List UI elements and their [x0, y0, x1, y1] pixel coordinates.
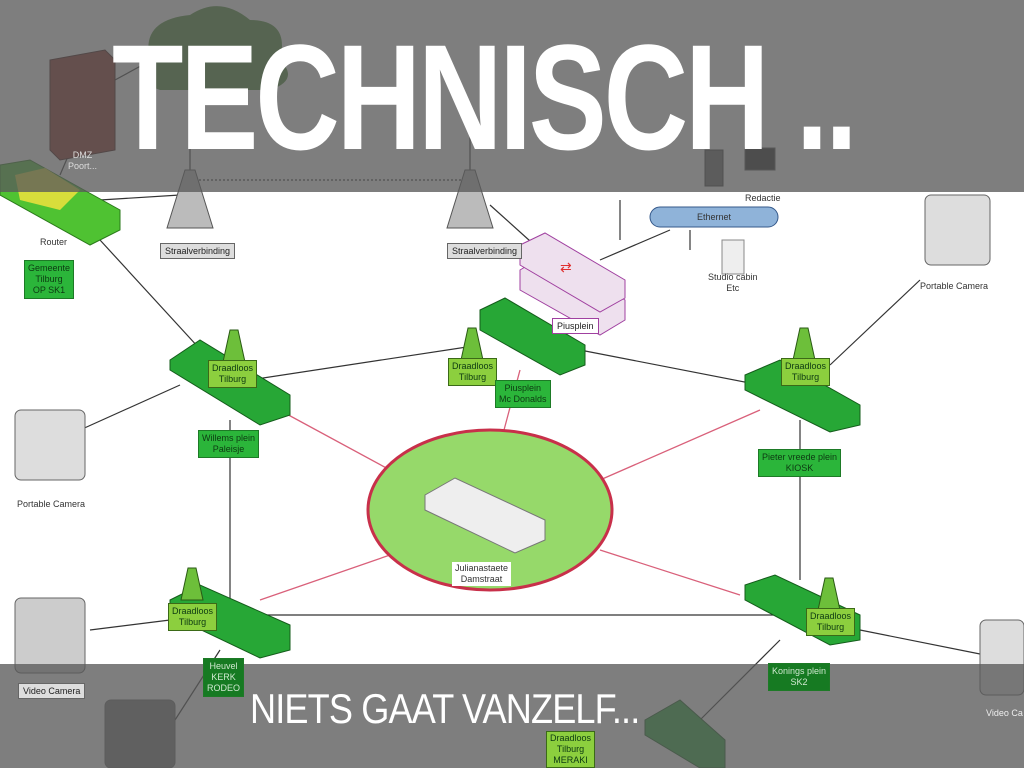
ethernet-label: Ethernet	[697, 212, 732, 222]
title-band	[0, 0, 1024, 192]
slide-title: TECHNISCH ..	[112, 13, 858, 181]
julianastaete-label: Julianastaete Damstraat	[452, 562, 512, 586]
ethernet-bus	[649, 206, 779, 228]
pieter-label: Pieter vreede plein KIOSK	[758, 449, 842, 477]
studio-label: Studio cabin Etc	[708, 272, 758, 293]
redactie-label: Redactie	[745, 193, 781, 203]
heuvel-label: Heuvel KERK RODEO	[203, 658, 245, 697]
portable-camera-right-label: Portable Camera	[920, 281, 989, 291]
piusplein-label: Piusplein	[552, 318, 599, 334]
gemeente-label: Gemeente Tilburg OP SK1	[24, 260, 75, 299]
router-label: Router	[40, 237, 68, 247]
video-camera-left-label: Video Camera	[18, 683, 86, 699]
dmz-label: DMZ Poort...	[68, 150, 98, 171]
draadloos-label-5: Draadloos Tilburg	[806, 608, 856, 636]
slide-subtitle: NIETS GAAT VANZELF...	[250, 685, 640, 732]
switch-stack-icon: ⇄	[519, 232, 626, 336]
draadloos-label-4: Draadloos Tilburg	[168, 603, 218, 631]
willems-label: Willems plein Paleisje	[198, 430, 260, 458]
konings-label: Konings plein SK2	[768, 663, 831, 691]
piusplein-mc-label: Piusplein Mc Donalds	[495, 380, 551, 408]
straalverbinding-label-1: Straalverbinding	[160, 243, 236, 259]
video-camera-right-label: Video Ca	[986, 708, 1023, 718]
subtitle-band	[0, 664, 1024, 768]
draadloos-label-1: Draadloos Tilburg	[208, 360, 258, 388]
draadloos-label-3: Draadloos Tilburg	[781, 358, 831, 386]
meraki-label: Draadloos Tilburg MERAKI	[546, 731, 596, 768]
antenna-icons	[180, 327, 841, 611]
draadloos-label-2: Draadloos Tilburg	[448, 358, 498, 386]
portable-camera-left-label: Portable Camera	[17, 499, 86, 509]
hub-ellipse	[366, 428, 614, 592]
straalverbinding-label-2: Straalverbinding	[447, 243, 523, 259]
svg-text:⇄: ⇄	[560, 259, 572, 275]
